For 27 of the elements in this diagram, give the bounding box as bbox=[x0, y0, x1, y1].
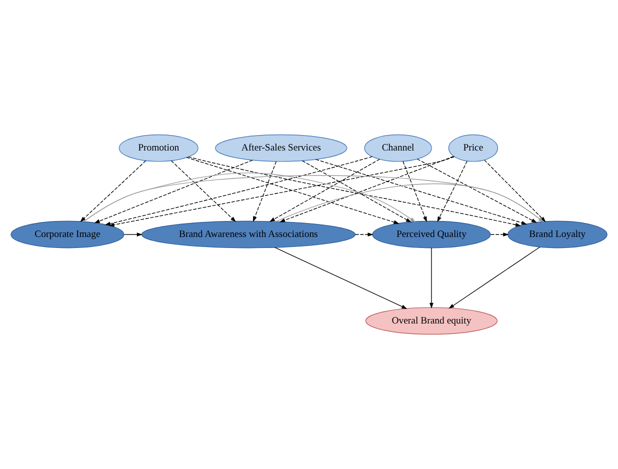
arrow bbox=[316, 159, 528, 225]
arrow bbox=[124, 232, 142, 236]
arrow bbox=[80, 160, 146, 222]
arrow bbox=[279, 156, 454, 222]
arrow bbox=[416, 158, 538, 223]
arrow bbox=[402, 160, 427, 222]
arrow bbox=[94, 160, 253, 224]
arrow bbox=[269, 158, 380, 222]
node-ellipse: Promotion bbox=[118, 134, 198, 162]
arrow bbox=[354, 232, 374, 236]
node-ellipse: Price bbox=[448, 134, 498, 162]
arrow bbox=[490, 232, 509, 236]
arrow bbox=[437, 160, 468, 222]
arrow bbox=[104, 156, 373, 226]
arrow bbox=[170, 160, 236, 222]
arrow bbox=[186, 157, 400, 224]
arrow bbox=[302, 160, 412, 223]
arrow bbox=[448, 246, 540, 309]
arrow bbox=[188, 156, 522, 227]
arrow bbox=[430, 248, 434, 308]
arrow bbox=[108, 156, 455, 227]
node-ellipse: After-Sales Services bbox=[215, 134, 348, 162]
node-ellipse: Channel bbox=[364, 134, 432, 162]
arrow bbox=[252, 161, 277, 222]
node-ellipse: Brand Awareness with Associations bbox=[141, 220, 356, 248]
arrow bbox=[274, 247, 408, 309]
node-ellipse: Overal Brand equity bbox=[365, 307, 498, 335]
